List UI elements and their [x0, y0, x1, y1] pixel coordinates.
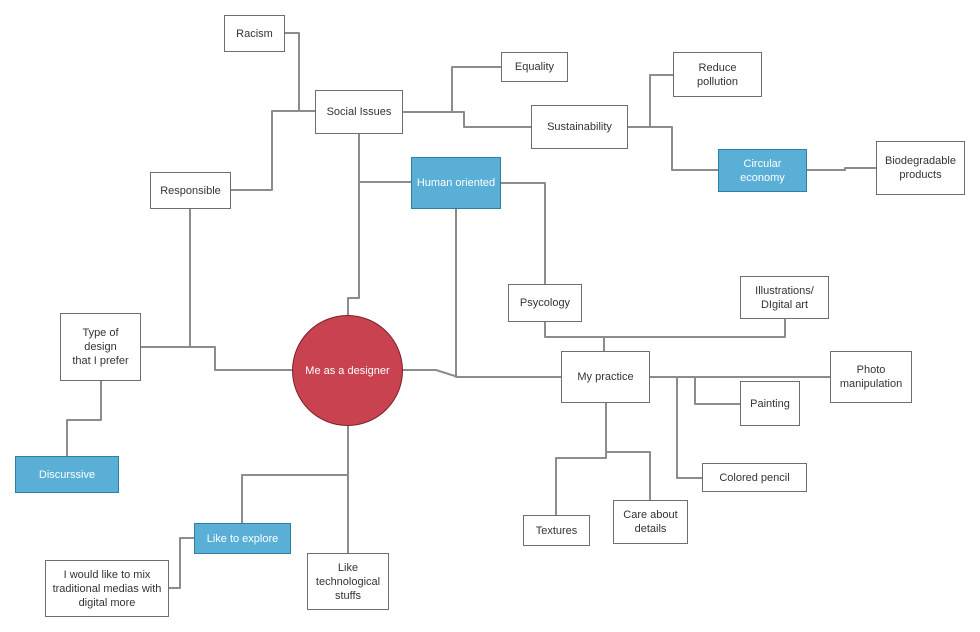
link-practice-textures	[555, 403, 607, 515]
node-responsible[interactable]: Responsible	[150, 172, 231, 209]
node-reduce-pollution[interactable]: Reduce pollution	[673, 52, 762, 97]
node-photo-manipulation[interactable]: Photo manipulation	[830, 351, 912, 403]
link-sustainability-pollution	[628, 74, 673, 128]
link-type-discurssive	[66, 381, 102, 456]
link-responsible-type	[141, 209, 191, 348]
node-my-practice[interactable]: My practice	[561, 351, 650, 403]
link-sustainability-circular	[628, 126, 718, 171]
node-biodegradable-products[interactable]: Biodegradable products	[876, 141, 965, 195]
link-racism-social	[285, 32, 315, 112]
node-discurssive[interactable]: Discurssive	[15, 456, 119, 493]
link-type-center	[141, 346, 292, 371]
node-colored-pencil[interactable]: Colored pencil	[702, 463, 807, 492]
link-human-psycology	[501, 182, 546, 284]
link-social-sustainability	[403, 111, 531, 128]
node-circular-economy[interactable]: Circular economy	[718, 149, 807, 192]
link-social-human	[358, 134, 411, 183]
link-practice-painting	[650, 376, 740, 405]
node-equality[interactable]: Equality	[501, 52, 568, 82]
node-textures[interactable]: Textures	[523, 515, 590, 546]
link-social-equality	[403, 66, 501, 113]
node-racism[interactable]: Racism	[224, 15, 285, 52]
link-responsible-social	[231, 110, 315, 191]
link-center-explore	[241, 426, 349, 523]
node-like-to-explore[interactable]: Like to explore	[194, 523, 291, 554]
link-psycology-practice	[544, 322, 605, 351]
node-social-issues[interactable]: Social Issues	[315, 90, 403, 134]
node-psycology[interactable]: Psycology	[508, 284, 582, 322]
link-center-practice	[403, 369, 459, 378]
link-illustrations-practice	[604, 319, 786, 338]
node-human-oriented[interactable]: Human oriented	[411, 157, 501, 209]
node-illustrations-digital-art[interactable]: Illustrations/ DIgital art	[740, 276, 829, 319]
node-mix-traditional-medias[interactable]: I would like to mix traditional medias w…	[45, 560, 169, 617]
node-like-technological-stuffs[interactable]: Like technological stuffs	[307, 553, 389, 610]
node-me-as-a-designer[interactable]: Me as a designer	[292, 315, 403, 426]
link-circular-biodegradable	[807, 167, 876, 171]
node-painting[interactable]: Painting	[740, 381, 800, 426]
link-explore-mix	[169, 537, 194, 589]
node-sustainability[interactable]: Sustainability	[531, 105, 628, 149]
link-social-center	[347, 134, 360, 315]
link-practice-care	[605, 403, 651, 500]
node-type-of-design[interactable]: Type of design that I prefer	[60, 313, 141, 381]
node-care-about-details[interactable]: Care about details	[613, 500, 688, 544]
link-practice-colored	[650, 376, 702, 479]
